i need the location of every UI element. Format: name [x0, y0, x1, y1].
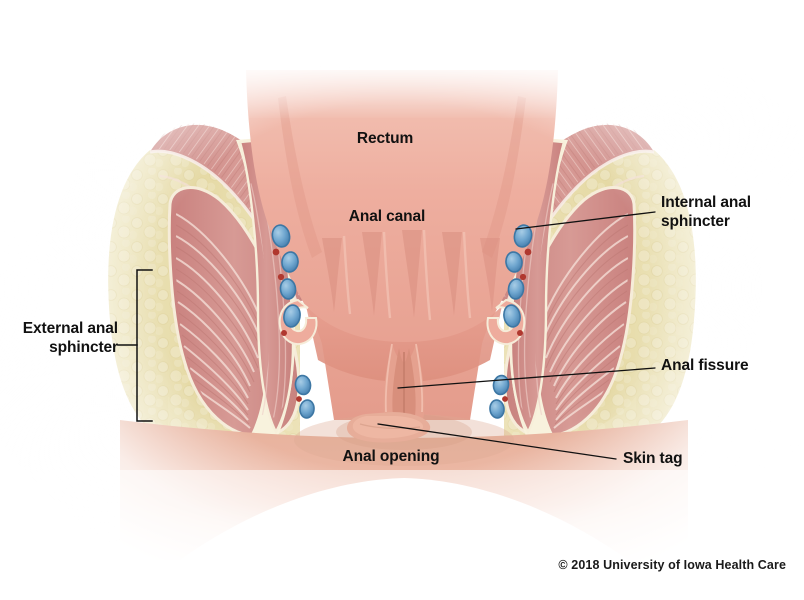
copyright-notice: © 2018 University of Iowa Health Care: [558, 558, 786, 572]
bracket-external-anal-sphincter: [117, 269, 153, 422]
label-anal-fissure: Anal fissure: [661, 357, 749, 374]
label-anal-canal: Anal canal: [348, 208, 426, 225]
label-rectum: Rectum: [356, 130, 414, 147]
leader-anal-fissure: [397, 367, 656, 389]
label-anal-opening: Anal opening: [342, 448, 440, 465]
leader-skin-tag: [377, 423, 617, 460]
leader-lines: [377, 211, 656, 460]
label-skin-tag: Skin tag: [623, 450, 683, 467]
leader-internal-anal-sphincter: [515, 211, 656, 230]
label-external-anal-sphincter: External anal sphincter: [22, 320, 118, 356]
label-internal-anal-sphincter: Internal anal sphincter: [661, 194, 752, 230]
